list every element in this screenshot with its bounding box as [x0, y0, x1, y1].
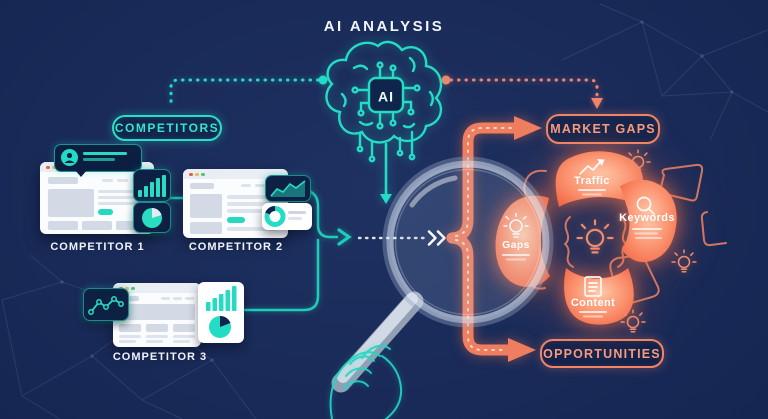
page-title: AI ANALYSIS [323, 18, 445, 35]
line-chart-icon [83, 288, 129, 321]
magnifying-glass-icon [331, 156, 554, 393]
competitors-badge: COMPETITORS [112, 115, 222, 141]
arrow-to-market-gaps [514, 116, 542, 140]
opportunities-badge: OPPORTUNITIES [540, 339, 664, 368]
competitor-3-label: COMPETITOR 3 [112, 351, 208, 363]
idea-lightbulbs [576, 149, 697, 333]
brace-left [564, 216, 574, 268]
wedge-content-label: Content [570, 297, 616, 309]
document-icon [584, 276, 602, 297]
dotted-connector-left [169, 75, 328, 108]
bar-and-pie-stats-icon [198, 282, 244, 343]
donut-chart-icon [262, 203, 312, 230]
hand-outline-icon [329, 344, 403, 419]
lightbulb-icon-bottom [620, 309, 646, 333]
arrow-to-opportunities [508, 338, 536, 362]
lightbulb-icon-gaps [503, 212, 529, 238]
bar-chart-icon [133, 169, 171, 202]
browser-bar [183, 169, 288, 179]
insight-path [446, 116, 542, 362]
wedge-keywords-label: Keywords [619, 212, 675, 224]
area-chart-icon [265, 175, 311, 202]
market-gaps-badge: MARKET GAPS [546, 114, 660, 144]
outline-shape-right-edge [700, 211, 727, 247]
lightbulb-icon-center [576, 219, 614, 254]
ai-brain-circuit-icon: AI [325, 40, 443, 204]
wedge-gaps [495, 195, 550, 287]
wedge-traffic [555, 151, 644, 207]
user-avatar-icon [61, 149, 78, 166]
wedge-keywords [620, 179, 677, 263]
competitor-1-label: COMPETITOR 1 [50, 241, 145, 253]
brace-right [617, 216, 627, 268]
analysis-flow-band [347, 230, 459, 246]
lightbulb-icon-right [671, 249, 697, 273]
competitor-2-label: COMPETITOR 2 [188, 241, 284, 253]
ai-chip-label: AI [378, 89, 394, 105]
constellation-pattern-top-right [561, 3, 768, 141]
pie-chart-icon [133, 202, 171, 233]
magnifier-icon [636, 196, 656, 216]
wedge-traffic-label: Traffic [574, 175, 610, 187]
dotted-connector-right [441, 75, 603, 109]
user-comment-bubble-icon [54, 144, 142, 177]
wedge-icons [502, 159, 662, 318]
trend-up-arrow-icon [579, 159, 605, 175]
wedge-gaps-label: Gaps [502, 239, 530, 251]
